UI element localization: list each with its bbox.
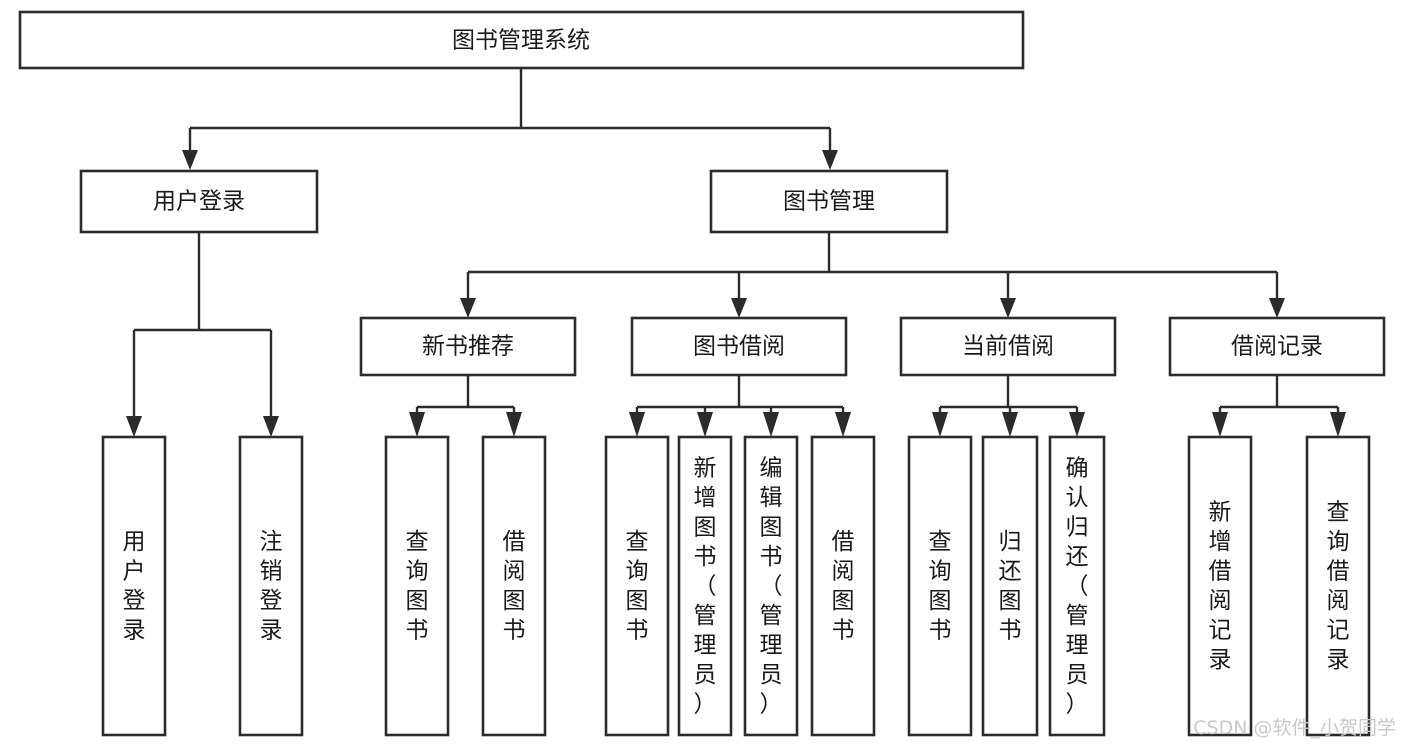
current-borrow-label: 当前借阅 (962, 334, 1054, 360)
book-borrow-box[interactable] (630, 316, 848, 377)
leaf-box[interactable] (481, 435, 547, 737)
leaf-node[interactable]: 归还图书 (981, 435, 1039, 737)
book-mgmt-box[interactable] (709, 169, 949, 234)
node-new-book-rec[interactable]: 新书推荐 (359, 316, 577, 377)
node-borrow-record[interactable]: 借阅记录 (1168, 316, 1386, 377)
arrow-leaf-return-book (1002, 412, 1018, 437)
arrow-leaf-borrow-book-2 (835, 412, 851, 437)
arrow-leaf-query-book-1 (409, 412, 425, 437)
leaf-label: 归还图书 (999, 529, 1022, 644)
leaf-box[interactable] (1187, 435, 1253, 737)
leaf-label: 编辑图书（管理员） (760, 455, 783, 717)
leaf-label: 查询借阅记录 (1327, 500, 1350, 674)
leaf-box[interactable] (101, 435, 167, 737)
node-book-mgmt[interactable]: 图书管理 (709, 169, 949, 234)
node-root[interactable]: 图书管理系统 (18, 10, 1025, 70)
borrow-record-label: 借阅记录 (1231, 334, 1323, 360)
node-current-borrow[interactable]: 当前借阅 (899, 316, 1117, 377)
leaf-node[interactable]: 查询图书 (604, 435, 670, 737)
leaf-node[interactable]: 查询图书 (384, 435, 450, 737)
leaf-box[interactable] (907, 435, 973, 737)
arrow-to-borrow-record (1269, 298, 1285, 318)
leaf-nodes-layer: 用户登录 注销登录 查询图书 借阅图书 查询图书 新增图书（管理员） 编辑图书（管理员） 借阅… (101, 435, 1371, 737)
arrow-to-current-borrow (1000, 298, 1016, 318)
leaf-label: 新增图书（管理员） (694, 455, 717, 717)
leaf-box[interactable] (981, 435, 1039, 737)
book-borrow-label: 图书借阅 (693, 334, 785, 360)
leaf-box[interactable] (677, 435, 733, 737)
leaf-node[interactable]: 编辑图书（管理员） (743, 435, 799, 737)
leaf-box[interactable] (384, 435, 450, 737)
arrow-leaf-edit-book (763, 412, 779, 437)
leaf-node[interactable]: 新增图书（管理员） (677, 435, 733, 737)
leaf-node[interactable]: 查询图书 (907, 435, 973, 737)
arrow-leaf-query-book-2 (629, 412, 645, 437)
leaf-node[interactable]: 借阅图书 (810, 435, 876, 737)
arrow-leaf-user-login (126, 416, 142, 437)
leaf-label: 查询图书 (929, 529, 952, 644)
arrow-leaf-add-book (697, 412, 713, 437)
leaf-node[interactable]: 注销登录 (238, 435, 304, 737)
arrow-to-new-book-rec (460, 298, 476, 318)
leaf-box[interactable] (810, 435, 876, 737)
arrow-to-user-login (182, 150, 198, 170)
leaf-label: 查询图书 (626, 529, 649, 644)
new-book-rec-box[interactable] (359, 316, 577, 377)
leaf-box[interactable] (1305, 435, 1371, 737)
current-borrow-box[interactable] (899, 316, 1117, 377)
arrow-leaf-user-logout (263, 416, 279, 437)
leaf-box[interactable] (743, 435, 799, 737)
arrow-to-book-borrow (731, 298, 747, 318)
leaf-node[interactable]: 确认归还（管理员） (1048, 435, 1106, 737)
leaf-box[interactable] (238, 435, 304, 737)
arrow-to-book-mgmt (822, 150, 838, 170)
watermark-label: CSDN @软件_小贺同学 (1193, 717, 1396, 739)
leaf-label: 用户登录 (123, 529, 146, 644)
node-user-login[interactable]: 用户登录 (79, 169, 319, 234)
arrow-leaf-add-record (1212, 412, 1228, 437)
leaf-label: 借阅图书 (503, 529, 526, 644)
leaf-box[interactable] (1048, 435, 1106, 737)
leaf-label: 借阅图书 (832, 529, 855, 644)
arrow-leaf-query-record (1330, 412, 1346, 437)
arrow-leaf-confirm-return (1069, 412, 1085, 437)
new-book-rec-label: 新书推荐 (422, 334, 514, 360)
user-login-label: 用户登录 (153, 189, 245, 215)
leaf-box[interactable] (604, 435, 670, 737)
borrow-record-box[interactable] (1168, 316, 1386, 377)
book-mgmt-label: 图书管理 (783, 189, 875, 215)
leaf-label: 新增借阅记录 (1209, 500, 1232, 674)
leaf-node[interactable]: 新增借阅记录 (1187, 435, 1253, 737)
leaf-node[interactable]: 查询借阅记录 (1305, 435, 1371, 737)
user-login-box[interactable] (79, 169, 319, 234)
root-label: 图书管理系统 (452, 28, 590, 54)
leaf-label: 确认归还（管理员） (1066, 455, 1089, 717)
leaf-label: 注销登录 (260, 529, 283, 644)
root-box[interactable] (18, 10, 1025, 70)
arrow-leaf-borrow-book-1 (506, 412, 522, 437)
leaf-node[interactable]: 用户登录 (101, 435, 167, 737)
node-book-borrow[interactable]: 图书借阅 (630, 316, 848, 377)
edges-layer (126, 68, 1346, 437)
arrow-leaf-query-book-3 (932, 412, 948, 437)
leaf-label: 查询图书 (406, 529, 429, 644)
leaf-node[interactable]: 借阅图书 (481, 435, 547, 737)
